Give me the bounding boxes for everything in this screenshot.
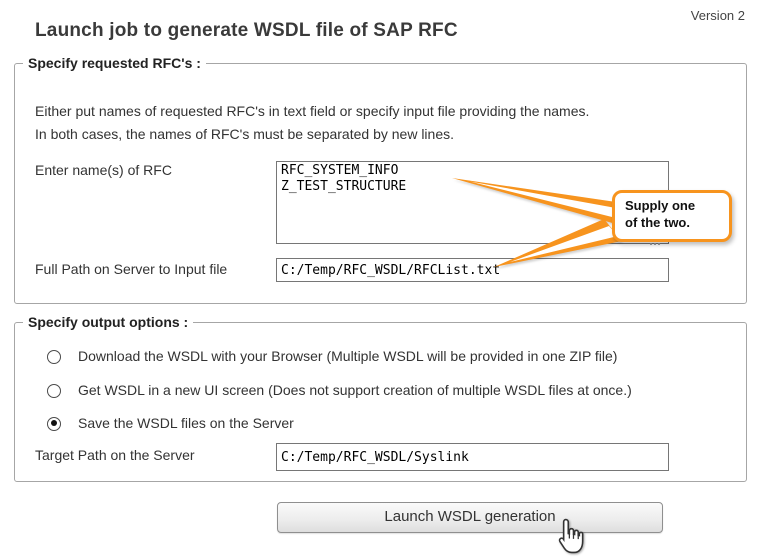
callout-bubble: Supply one of the two. [612, 190, 732, 242]
input-file-label: Full Path on Server to Input file [35, 261, 228, 277]
target-path-field[interactable] [276, 443, 669, 471]
launch-wsdl-button[interactable]: Launch WSDL generation [277, 502, 663, 533]
callout-text-line2: of the two. [625, 215, 690, 230]
radio-label-save-server[interactable]: Save the WSDL files on the Server [78, 415, 294, 431]
radio-button-save-server[interactable] [47, 416, 61, 431]
radio-button-download[interactable] [47, 349, 61, 364]
rfc-names-label: Enter name(s) of RFC [35, 162, 172, 178]
radio-button-ui-screen[interactable] [47, 383, 61, 398]
textarea-resize-grip[interactable] [649, 238, 660, 246]
radio-option-download[interactable]: Download the WSDL with your Browser (Mul… [47, 348, 617, 364]
output-options-legend: Specify output options : [23, 314, 194, 331]
radio-label-ui-screen[interactable]: Get WSDL in a new UI screen (Does not su… [78, 382, 632, 398]
instruction-line-2: In both cases, the names of RFC's must b… [35, 126, 454, 142]
hand-cursor-icon [558, 518, 584, 554]
radio-option-save-server[interactable]: Save the WSDL files on the Server [47, 415, 294, 431]
version-label: Version 2 [690, 8, 745, 23]
page-title: Launch job to generate WSDL file of SAP … [35, 20, 458, 41]
radio-label-download[interactable]: Download the WSDL with your Browser (Mul… [78, 348, 618, 364]
requested-rfcs-legend: Specify requested RFC's : [23, 55, 206, 72]
instruction-line-1: Either put names of requested RFC's in t… [35, 103, 590, 119]
target-path-label: Target Path on the Server [35, 447, 195, 463]
radio-option-ui-screen[interactable]: Get WSDL in a new UI screen (Does not su… [47, 382, 632, 398]
callout-text-line1: Supply one [625, 198, 696, 213]
callout-arrows [452, 178, 622, 267]
input-file-path-field[interactable] [276, 258, 669, 282]
